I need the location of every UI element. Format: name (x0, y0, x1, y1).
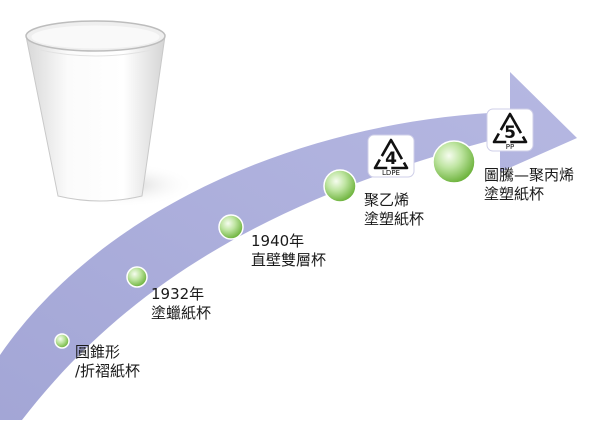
milestone-label-1932-wax-coated-cup: 1932年 塗蠟紙杯 (151, 285, 212, 322)
milestone-node (54, 333, 70, 349)
milestone-node (126, 266, 148, 288)
recycling-code: PP (506, 143, 514, 151)
recycling-number: 4 (385, 149, 397, 169)
milestone-node (218, 214, 244, 240)
milestone-label-pp-coated-cup: 圖騰—聚丙烯 塗塑紙杯 (484, 166, 575, 203)
recycling-code: LDPE (382, 169, 400, 177)
recycling-number: 5 (504, 123, 516, 143)
milestone-node (432, 140, 476, 184)
milestone-label-1940-double-wall-cup: 1940年 直壁雙層杯 (251, 232, 327, 269)
milestone-label-pe-coated-cup: 聚乙烯 塗塑紙杯 (364, 191, 425, 228)
recycling-symbol-icon: 5PP (486, 108, 534, 152)
paper-cup-image (25, 20, 195, 207)
timeline-arrow (0, 72, 577, 420)
milestone-label-cone-folded-cup: 圓錐形 /折褶紙杯 (75, 343, 141, 380)
milestone-node (323, 169, 357, 203)
